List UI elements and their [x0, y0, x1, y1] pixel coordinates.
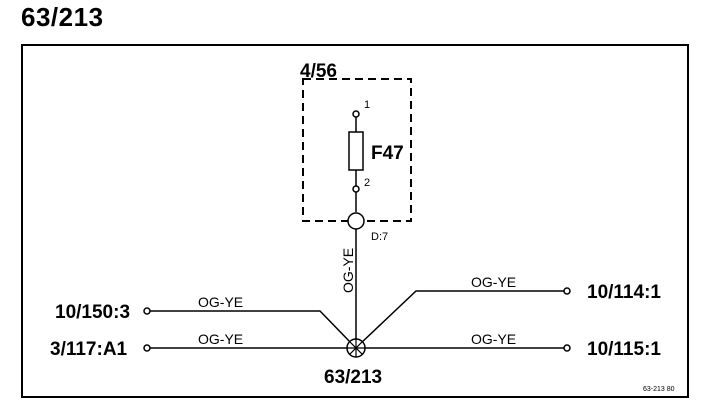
fuse-label: F47 [371, 143, 404, 164]
left-upper-wire-label: OG-YE [198, 294, 243, 310]
footer-code: 63-213 80 [643, 386, 675, 393]
connector-symbol [347, 212, 365, 230]
right-upper-wire-label: OG-YE [471, 274, 516, 290]
diagram-frame [21, 44, 689, 398]
right-upper-wire [359, 290, 564, 345]
splice-icon [346, 338, 366, 358]
vertical-wire-label: OG-YE [340, 248, 356, 293]
splice-label: 63/213 [324, 367, 382, 388]
module-label: 4/56 [300, 61, 337, 82]
terminal-left-lower-label: 3/117:A1 [50, 339, 128, 360]
terminal-left-lower [143, 344, 151, 352]
left-lower-wire-label: OG-YE [198, 331, 243, 347]
fuse-pin-1 [352, 110, 360, 118]
right-lower-wire-label: OG-YE [471, 331, 516, 347]
fuse-pin-2-label: 2 [364, 177, 370, 189]
terminal-right-upper [563, 287, 571, 295]
page-title: 63/213 [21, 2, 104, 32]
connector-label: D:7 [371, 231, 388, 243]
left-upper-wire [150, 310, 353, 345]
fuse-pin-2 [352, 185, 360, 193]
terminal-right-lower-label: 10/115:1 [587, 339, 661, 360]
fuse-pin-1-label: 1 [364, 99, 370, 111]
terminal-left-upper-label: 10/150:3 [55, 302, 130, 323]
terminal-right-upper-label: 10/114:1 [587, 282, 661, 303]
terminal-right-lower [563, 344, 571, 352]
fuse-symbol [348, 131, 364, 171]
terminal-left-upper [143, 307, 151, 315]
